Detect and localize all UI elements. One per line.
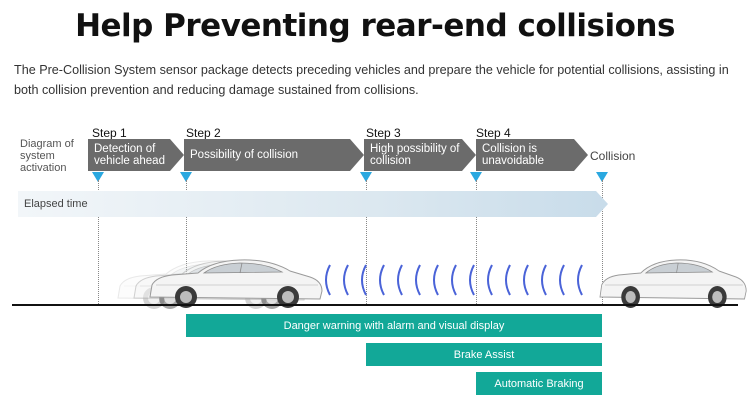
step-1-arrow: Detection of vehicle ahead — [88, 139, 184, 171]
step-3-timeline-line — [366, 180, 367, 306]
step-3-text: High possibility of collision — [370, 143, 460, 167]
step-2-label: Step 2 — [186, 126, 221, 140]
subject-car — [149, 259, 323, 309]
step-4-marker-icon — [470, 172, 482, 182]
ground-line — [12, 304, 738, 306]
step-3-label: Step 3 — [366, 126, 401, 140]
step-4-timeline-line — [476, 180, 477, 306]
step-4-text: Collision is unavoidable — [482, 143, 545, 167]
collision-marker-icon — [596, 172, 608, 182]
brake-assist-bar: Brake Assist — [366, 343, 602, 366]
step-1-timeline-line — [98, 180, 99, 306]
danger-warning-bar: Danger warning with alarm and visual dis… — [186, 314, 602, 337]
step-1-text: Detection of vehicle ahead — [94, 143, 165, 167]
lead-car — [599, 259, 747, 309]
step-2-marker-icon — [180, 172, 192, 182]
page-title: Help Preventing rear-end collisions — [75, 8, 675, 44]
step-2-text: Possibility of collision — [190, 149, 299, 161]
step-4-arrow: Collision is unavoidable — [476, 139, 588, 171]
collision-timeline-line — [602, 180, 603, 306]
step-1-label: Step 1 — [92, 126, 127, 140]
step-3-marker-icon — [360, 172, 372, 182]
automatic-braking-bar: Automatic Braking — [476, 372, 602, 395]
elapsed-time-label: Elapsed time — [24, 198, 88, 210]
step-4-label: Step 4 — [476, 126, 511, 140]
sensor-waves — [325, 264, 583, 296]
diagram-label: Diagram of system activation — [20, 138, 74, 174]
step-3-arrow: High possibility of collision — [364, 139, 476, 171]
collision-label: Collision — [590, 149, 636, 163]
step-2-timeline-line — [186, 180, 187, 306]
elapsed-time-arrow — [18, 191, 608, 217]
step-1-marker-icon — [92, 172, 104, 182]
description: The Pre-Collision System sensor package … — [14, 63, 729, 97]
step-2-arrow: Possibility of collision — [184, 139, 364, 171]
